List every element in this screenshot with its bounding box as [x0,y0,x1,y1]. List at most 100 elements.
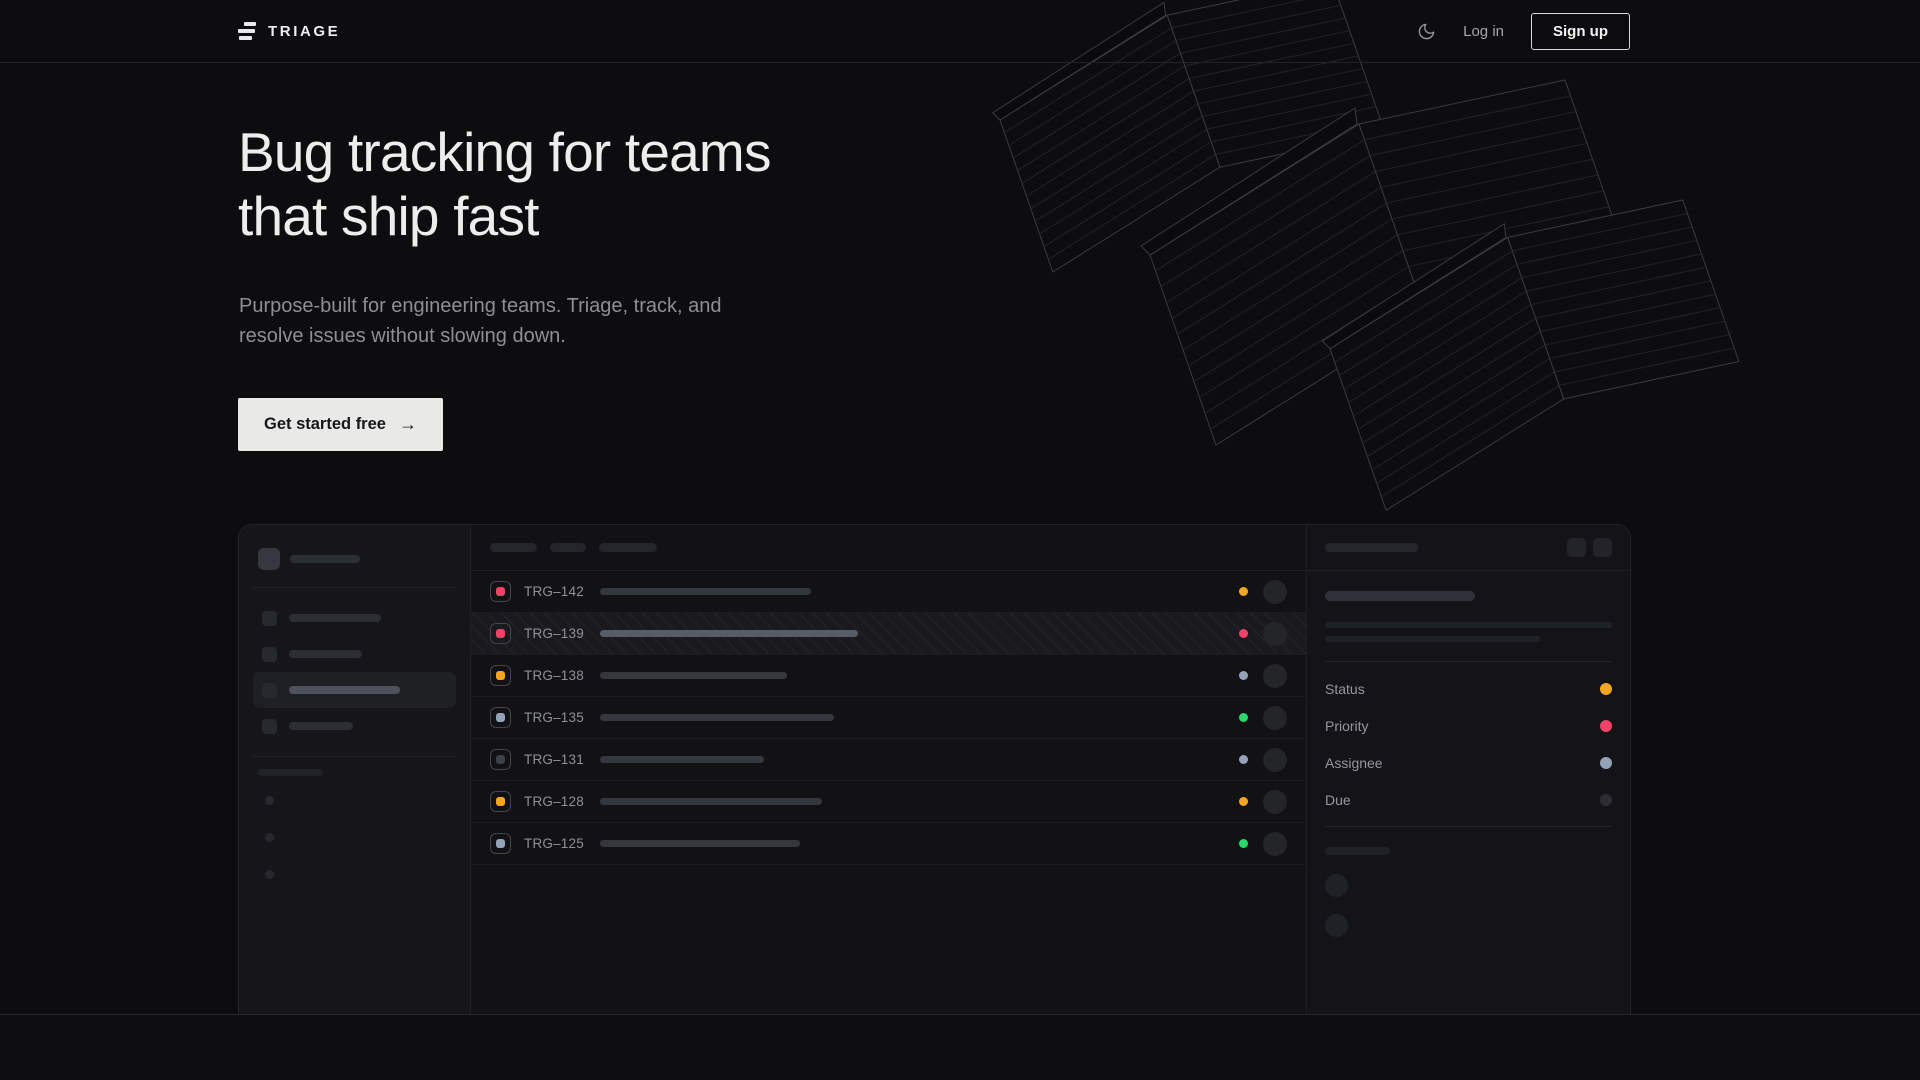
hero-subtitle: Purpose-built for engineering teams. Tri… [239,295,722,347]
skeleton-line [1325,636,1540,642]
skeleton-bar [289,614,381,622]
field-value-dot [1600,719,1612,732]
mockup-detail-header [1307,525,1630,571]
status-dot [1239,629,1248,638]
issue-type-icon [490,791,511,812]
footer [0,1014,1920,1080]
status-dot [1239,587,1248,596]
field-label: Priority [1325,717,1369,734]
issue-type-icon [490,833,511,854]
skeleton-bar [290,555,360,563]
sidebar-item-icon [262,718,277,734]
mockup-sidebar-item [253,600,456,636]
issue-id: TRG–138 [524,668,584,683]
avatar [1263,705,1287,730]
issue-id: TRG–135 [524,710,584,725]
mockup-issue-row: TRG–128 [471,781,1306,823]
skeleton-bar [600,714,834,721]
status-dot [1239,839,1248,848]
mockup-detail-field: Status [1325,670,1612,707]
triage-logo-icon [238,22,257,40]
skeleton-bar [600,756,764,763]
issue-id: TRG–131 [524,752,584,767]
top-nav: TRIAGE Log in Sign up [0,0,1920,63]
avatar [1263,663,1287,688]
mockup-issue-row: TRG–142 [471,571,1306,613]
field-value-dot [1600,756,1612,769]
skeleton-bar [600,672,787,679]
sidebar-dot [265,833,274,842]
mockup-panel-button [1593,538,1612,557]
avatar [1263,789,1287,814]
field-value-dot [1600,793,1612,806]
issue-id: TRG–128 [524,794,584,809]
mockup-sidebar [239,525,471,1014]
skeleton-bar [600,588,811,595]
skeleton-title-bar [1325,591,1475,601]
issue-type-icon [490,707,511,728]
sidebar-item-icon [262,646,277,662]
skeleton-tab-pill [599,543,657,552]
issue-type-icon [490,749,511,770]
signup-button[interactable]: Sign up [1531,12,1630,50]
issue-type-icon [490,581,511,602]
issue-id: TRG–125 [524,836,584,851]
field-value-dot [1600,682,1612,695]
skeleton-bar [600,798,822,805]
status-dot [1239,671,1248,680]
mockup-issue-row: TRG–139 [471,613,1306,655]
mockup-list-header [471,525,1306,571]
sidebar-dot [265,870,274,879]
mockup-sidebar-item [253,672,456,708]
skeleton-bar [600,840,800,847]
sidebar-item-icon [262,610,277,626]
mockup-detail-field: Priority [1325,707,1612,744]
skeleton-bar [289,722,353,730]
status-dot [1239,713,1248,722]
mockup-issue-row: TRG–131 [471,739,1306,781]
sidebar-item-icon [262,682,277,698]
avatar [1263,747,1287,772]
mockup-issue-row: TRG–138 [471,655,1306,697]
mockup-panel-button [1567,538,1586,557]
skeleton-line [1325,622,1612,628]
skeleton-bar [289,686,400,694]
skeleton-bar [289,650,362,658]
skeleton-avatar [1325,874,1348,897]
skeleton-avatar [1325,914,1348,937]
theme-toggle-moon-icon[interactable] [1417,22,1436,41]
skeleton-tab-pill [490,543,537,552]
mockup-detail-field: Due [1325,781,1612,818]
issue-id: TRG–139 [524,626,584,641]
arrow-right-icon: → [398,414,417,434]
issue-id: TRG–142 [524,584,584,599]
login-link[interactable]: Log in [1463,22,1504,40]
status-dot [1239,755,1248,764]
get-started-button[interactable]: Get started free → [238,398,443,451]
field-label: Status [1325,680,1365,697]
skeleton-bar [1325,543,1418,552]
skeleton-bar [600,630,858,637]
brand: TRIAGE [238,22,340,40]
field-label: Due [1325,791,1351,808]
skeleton-tab-pill [550,543,586,552]
mockup-workspace [258,548,456,570]
mockup-sidebar-item [253,708,456,744]
mockup-detail-field: Assignee [1325,744,1612,781]
skeleton-section-label [1325,847,1390,855]
hero-title: Bug tracking for teams that ship fast [238,121,771,247]
skeleton-section-label [258,769,323,776]
brand-name: TRIAGE [268,22,341,40]
sidebar-dot [265,796,274,805]
issue-type-icon [490,623,511,644]
mockup-issue-row: TRG–135 [471,697,1306,739]
issue-type-icon [490,665,511,686]
mockup-sidebar-item [253,636,456,672]
workspace-icon [258,548,280,570]
avatar [1263,621,1287,646]
field-label: Assignee [1325,754,1383,771]
status-dot [1239,797,1248,806]
